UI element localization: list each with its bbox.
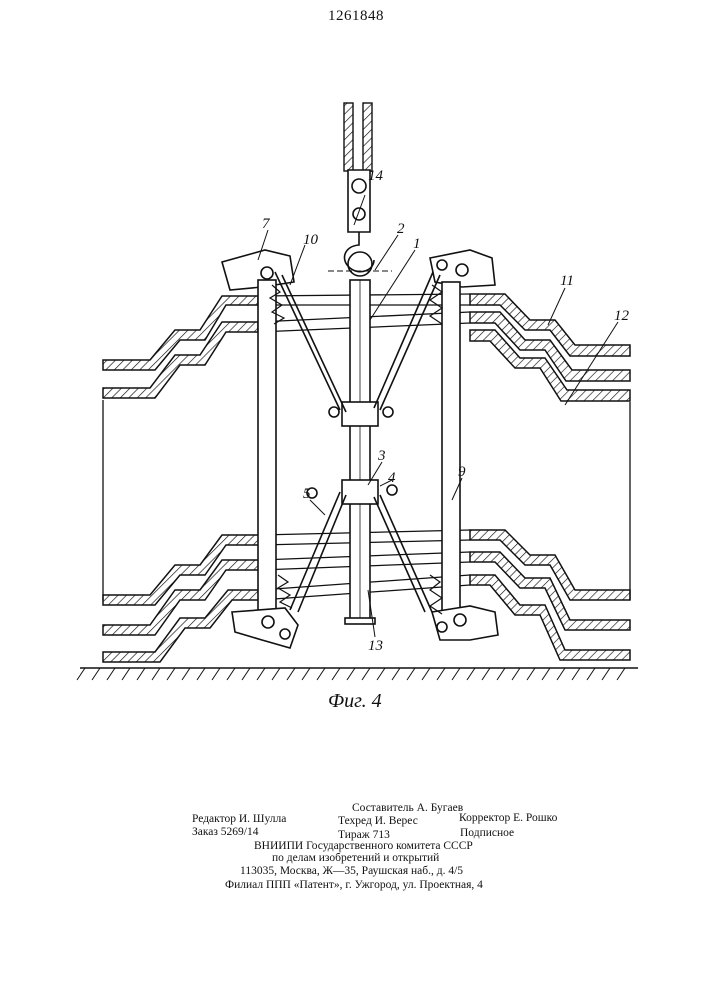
pipe-upper-left xyxy=(103,296,258,398)
imprint-branch: Филиал ППП «Патент», г. Ужгород, ул. Про… xyxy=(225,879,483,892)
label-4: 4 xyxy=(388,470,396,486)
label-10: 10 xyxy=(303,232,319,248)
label-1: 1 xyxy=(413,236,421,252)
label-11: 11 xyxy=(560,273,574,289)
imprint-corrector: Корректор Е. Рошко xyxy=(459,812,557,825)
label-7: 7 xyxy=(262,216,271,232)
pipe-upper-right xyxy=(470,294,630,401)
figure-caption: Фиг. 4 xyxy=(328,690,382,713)
label-5: 5 xyxy=(303,486,311,502)
label-2: 2 xyxy=(397,221,405,237)
imprint-editor: Редактор И. Шулла xyxy=(192,813,286,826)
imprint-techred: Техред И. Верес xyxy=(338,815,418,828)
central-column xyxy=(342,280,378,624)
label-3: 3 xyxy=(377,448,386,464)
pipe-lower-left xyxy=(103,535,260,662)
label-9: 9 xyxy=(458,464,466,480)
label-12: 12 xyxy=(614,308,630,324)
hook-block xyxy=(328,170,392,276)
label-13: 13 xyxy=(368,638,383,654)
imprint-order: Заказ 5269/14 xyxy=(192,826,259,839)
ground xyxy=(77,668,638,680)
imprint-org-line2: по делам изобретений и открытий xyxy=(272,852,439,865)
pipe-lower-right xyxy=(470,530,630,660)
hoist-rope xyxy=(344,103,372,171)
imprint-address: 113035, Москва, Ж—35, Раушская наб., д. … xyxy=(240,865,463,878)
imprint-subscription: Подписное xyxy=(460,827,514,840)
label-14: 14 xyxy=(368,168,384,184)
imprint-compiler: Составитель А. Бугаев xyxy=(352,802,463,815)
